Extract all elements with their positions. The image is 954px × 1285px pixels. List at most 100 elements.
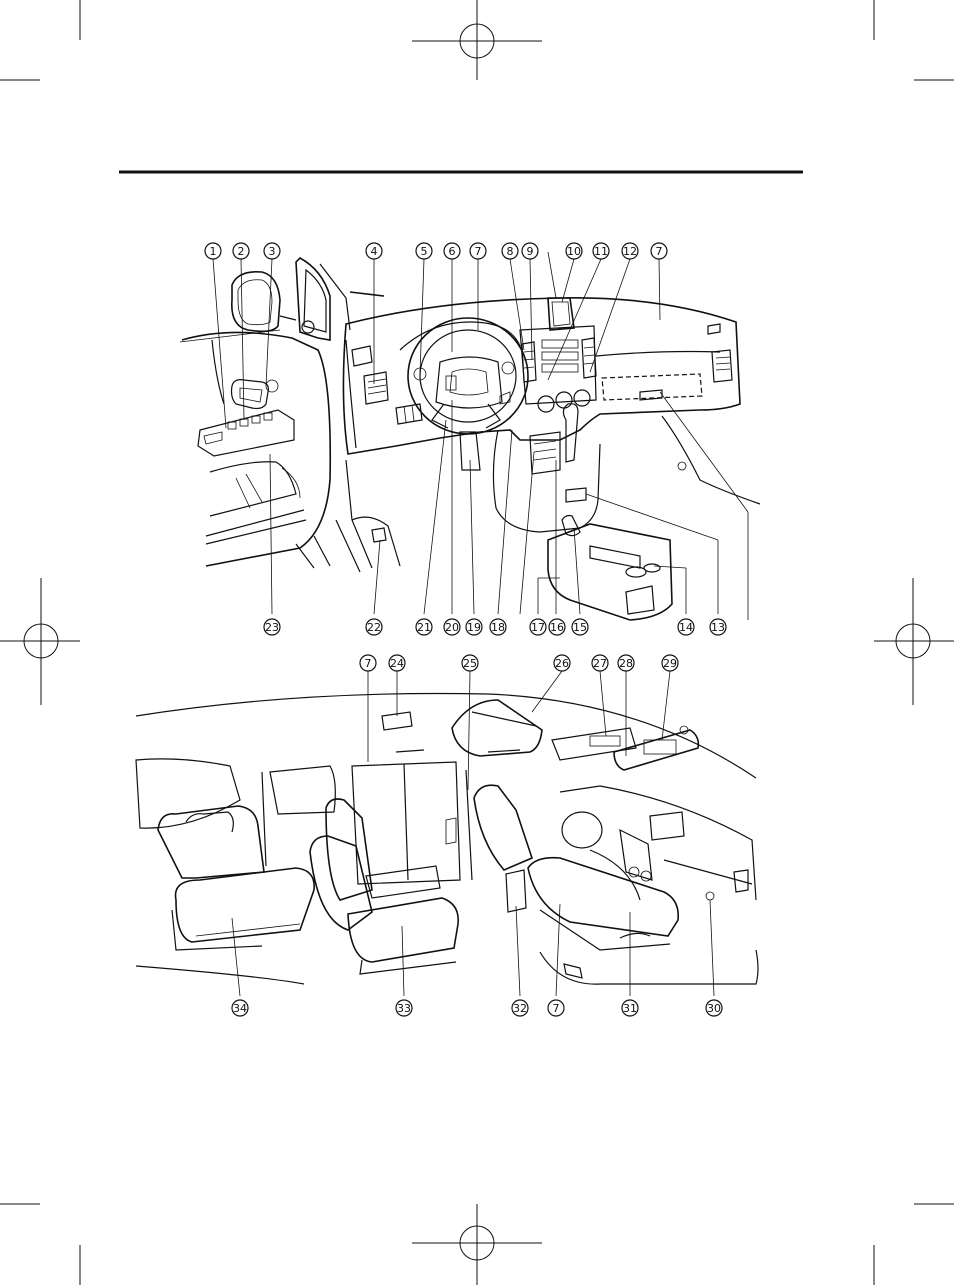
callout-25: 25 [462, 655, 478, 671]
callout-23: 23 [264, 619, 280, 635]
steering-wheel [400, 318, 528, 470]
door-panel [182, 332, 330, 566]
callout-32: 32 [512, 1000, 528, 1016]
svg-text:27: 27 [593, 657, 607, 670]
window-frame [296, 258, 384, 340]
svg-text:15: 15 [573, 621, 587, 634]
svg-text:3: 3 [269, 245, 276, 258]
svg-text:33: 33 [397, 1002, 411, 1015]
floor-line [136, 966, 304, 984]
callout-29: 29 [662, 655, 678, 671]
third-row-seat [158, 806, 314, 950]
sunroof [452, 700, 542, 756]
callout-30: 30 [706, 1000, 722, 1016]
svg-text:29: 29 [663, 657, 677, 670]
svg-text:19: 19 [467, 621, 481, 634]
dashboard-body [343, 298, 740, 454]
callout-27: 27 [592, 655, 608, 671]
callout-34: 34 [232, 1000, 248, 1016]
callout-19: 19 [466, 619, 482, 635]
callout-12: 12 [622, 243, 638, 259]
callout-2: 2 [233, 243, 249, 259]
svg-text:24: 24 [390, 657, 404, 670]
callout-17: 17 [530, 619, 546, 635]
sun-visor [614, 726, 698, 770]
callout-5: 5 [416, 243, 432, 259]
svg-text:1: 1 [210, 245, 217, 258]
callout-3: 3 [264, 243, 280, 259]
callout-10: 10 [566, 243, 582, 259]
callout-7-bottom-b: 7 [548, 1000, 564, 1016]
registration-target-top [412, 0, 542, 80]
callout-15: 15 [572, 619, 588, 635]
front-dash-bottom [560, 786, 756, 900]
svg-text:32: 32 [513, 1002, 527, 1015]
callout-16: 16 [549, 619, 565, 635]
callout-7-top-a: 7 [470, 243, 486, 259]
callout-24: 24 [389, 655, 405, 671]
svg-text:11: 11 [594, 245, 608, 258]
svg-text:20: 20 [445, 621, 459, 634]
registration-target-bottom [412, 1204, 542, 1285]
svg-text:22: 22 [367, 621, 381, 634]
svg-text:23: 23 [265, 621, 279, 634]
svg-text:9: 9 [527, 245, 534, 258]
callout-9: 9 [522, 243, 538, 259]
callout-4: 4 [366, 243, 382, 259]
svg-text:7: 7 [365, 657, 372, 670]
svg-text:26: 26 [555, 657, 569, 670]
svg-text:13: 13 [711, 621, 725, 634]
cabin-illustration [136, 671, 758, 996]
callout-18: 18 [490, 619, 506, 635]
callout-6: 6 [444, 243, 460, 259]
callout-1: 1 [205, 243, 221, 259]
callout-8: 8 [502, 243, 518, 259]
second-row-seats [310, 799, 458, 974]
svg-text:18: 18 [491, 621, 505, 634]
passenger-dash [596, 324, 760, 504]
callout-21: 21 [416, 619, 432, 635]
svg-text:12: 12 [623, 245, 637, 258]
sliding-door [352, 750, 520, 884]
rear-window [136, 759, 335, 866]
svg-text:7: 7 [475, 245, 482, 258]
leader-lines-top [180, 252, 748, 620]
callouts: 1 2 3 4 5 6 7 8 9 10 11 12 7 23 22 21 20… [205, 243, 726, 1016]
svg-text:21: 21 [417, 621, 431, 634]
front-passenger-seat [474, 785, 678, 978]
callout-31: 31 [622, 1000, 638, 1016]
callout-22: 22 [366, 619, 382, 635]
svg-text:25: 25 [463, 657, 477, 670]
b-pillar [466, 770, 472, 880]
svg-text:34: 34 [233, 1002, 247, 1015]
svg-text:8: 8 [507, 245, 514, 258]
callout-7-bottom-a: 7 [360, 655, 376, 671]
svg-text:2: 2 [238, 245, 245, 258]
callout-20: 20 [444, 619, 460, 635]
svg-text:7: 7 [656, 245, 663, 258]
svg-text:5: 5 [421, 245, 428, 258]
svg-text:10: 10 [567, 245, 581, 258]
svg-text:31: 31 [623, 1002, 637, 1015]
center-console [493, 404, 672, 620]
registration-target-right [874, 578, 954, 705]
callout-28: 28 [618, 655, 634, 671]
svg-text:14: 14 [679, 621, 693, 634]
svg-text:7: 7 [553, 1002, 560, 1015]
floor-line-front [540, 950, 758, 984]
callout-14: 14 [678, 619, 694, 635]
dashboard-illustration [180, 252, 760, 620]
callout-33: 33 [396, 1000, 412, 1016]
callout-7-top-b: 7 [651, 243, 667, 259]
svg-text:30: 30 [707, 1002, 721, 1015]
registration-target-left [0, 578, 80, 705]
svg-text:4: 4 [371, 245, 378, 258]
callout-11: 11 [593, 243, 609, 259]
callout-13: 13 [710, 619, 726, 635]
svg-text:28: 28 [619, 657, 633, 670]
leader-lines-bottom [232, 671, 714, 996]
svg-text:17: 17 [531, 621, 545, 634]
